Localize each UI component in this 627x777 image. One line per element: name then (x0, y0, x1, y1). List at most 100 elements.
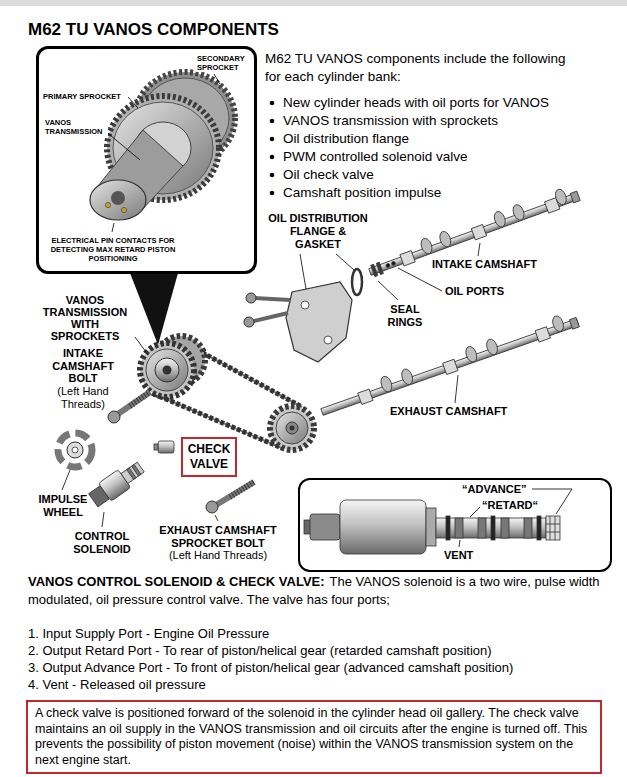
screen-mesh (546, 532, 560, 533)
control-solenoid (87, 458, 147, 509)
impulse-bore (72, 447, 78, 453)
hub-bore (111, 191, 125, 205)
o-ring (491, 516, 495, 540)
cam-lobe (551, 314, 566, 332)
thread-note: (Left Hand Threads) (43, 385, 123, 410)
leader-line (336, 254, 354, 270)
leader-line (459, 540, 460, 547)
bullet-dot (270, 155, 275, 160)
list-item: 1. Input Supply Port - Engine Oil Pressu… (28, 625, 618, 642)
inset-label: “RETARD“ (482, 499, 538, 512)
bolt-shank (216, 482, 254, 505)
cam-lobe (492, 210, 507, 228)
pin-contact (105, 202, 110, 207)
callout-box: CHECK VALVE (181, 437, 237, 477)
pin-contact (121, 207, 126, 212)
seal-ring (371, 264, 378, 276)
bullet-dot (270, 119, 275, 124)
seal-ring (376, 262, 383, 274)
bullet-item: PWM controlled solenoid valve (283, 148, 613, 166)
cam-lobe (464, 345, 479, 363)
leader-line (214, 74, 220, 84)
inset-pointer (130, 273, 178, 345)
bolt-head (244, 317, 254, 327)
check-valve (154, 441, 174, 453)
leader-line (62, 470, 70, 490)
list-item: 3. Output Advance Port - To front of pis… (28, 659, 618, 676)
node-text: A check valve is positioned forward of t… (35, 706, 593, 768)
sprocket-teeth (270, 406, 314, 450)
bullet-dot (270, 191, 275, 196)
impulse-vanes (58, 433, 92, 467)
exhaust-sprocket-bolt (206, 482, 254, 513)
paragraph-block: VANOS CONTROL SOLENOID & CHECK VALVE:The… (28, 573, 608, 609)
cam-lobe (400, 368, 415, 386)
page-title: M62 TU VANOS COMPONENTS (28, 19, 448, 41)
inset-label: “ADVANCE” (462, 483, 527, 496)
vanos-hub (155, 358, 179, 382)
solenoid-collar (426, 508, 436, 546)
oil-distribution-flange (244, 269, 362, 362)
flange-body (286, 282, 352, 362)
part-label: EXHAUST CAMSHAFT SPROCKET BOLT (140, 524, 296, 549)
solenoid-spool (121, 462, 144, 483)
part-label: OIL DISTRIBUTION FLANGE & GASKET (266, 212, 370, 251)
bullet-dot (270, 101, 275, 106)
cam-journal (443, 359, 458, 374)
sprocket-hub (286, 422, 298, 434)
part-label: OIL PORTS (445, 285, 535, 298)
solenoid-detail (304, 500, 560, 554)
gasket (352, 269, 362, 295)
flange-bolt (252, 298, 290, 300)
bolt-head (246, 293, 256, 303)
thread-note: (Left Hand Threads) (140, 549, 296, 562)
part-label: IMPULSE WHEEL (28, 493, 98, 518)
section-heading: VANOS CONTROL SOLENOID & CHECK VALVE: (28, 574, 325, 589)
leader-line (135, 337, 146, 352)
intro-text: M62 TU VANOS components include the foll… (265, 50, 577, 86)
inset-label: PRIMARY SPROCKET (42, 92, 122, 101)
screen-mesh (555, 516, 556, 540)
flange-hole (324, 336, 332, 344)
primary-sprocket (140, 343, 194, 397)
spool-land (455, 518, 463, 538)
check-valve-body (158, 441, 174, 453)
screen-mesh (546, 524, 560, 525)
oil-port (391, 261, 396, 266)
part-label: INTAKE CAMSHAFT (432, 258, 562, 271)
chain-core (154, 394, 282, 448)
part-label: INTAKE CAMSHAFT BOLT (43, 347, 123, 385)
part-label: EXHAUST CAMSHAFT (390, 405, 540, 418)
flange-hole (301, 301, 309, 309)
bolt-thread (230, 482, 254, 497)
cam-end (570, 191, 580, 203)
bolt-thread (130, 392, 150, 406)
cam-shaft (369, 193, 579, 275)
photo-inset: PRIMARY SPROCKETSECONDARY SPROCKETVANOS … (36, 46, 257, 274)
list-item: 2. Output Retard Port - To rear of pisto… (28, 642, 618, 659)
cam-lobe (419, 237, 434, 255)
leader-line (398, 268, 442, 291)
flange-bolt (250, 313, 288, 322)
bullet-item: New cylinder heads with oil ports for VA… (283, 94, 613, 112)
spool-land (524, 518, 532, 538)
bullet-item: Oil check valve (283, 166, 613, 184)
exhaust-camshaft (318, 310, 580, 418)
inset-label: ELECTRICAL PIN CONTACTS FOR DETECTING MA… (44, 236, 182, 263)
solenoid-inset: “ADVANCE”“RETARD“VENT (298, 478, 612, 572)
filter-screen (546, 516, 560, 540)
cam-journal (535, 327, 550, 342)
cam-lobe (379, 375, 394, 393)
list-item: 4. Vent - Released oil pressure (28, 676, 618, 693)
part-label: VANOS TRANSMISSION WITH SPROCKETS (37, 294, 133, 342)
vanos-transmission (140, 336, 205, 397)
leader-line (112, 223, 114, 232)
oil-port (386, 263, 391, 268)
sprocket-bore (290, 426, 295, 431)
inset-label: SECONDARY SPROCKET (196, 54, 252, 72)
connector (310, 514, 340, 540)
cam-journal (400, 251, 415, 266)
chain-links (154, 394, 282, 448)
cam-shaft (321, 319, 579, 415)
bullet-item: Camshaft position impulse (283, 184, 613, 202)
